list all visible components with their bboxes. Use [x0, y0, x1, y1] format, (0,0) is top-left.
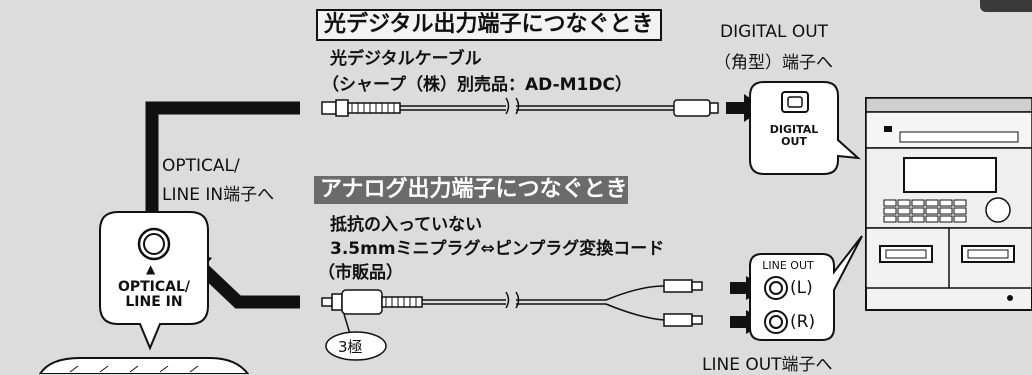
rca-plug-r-icon [663, 313, 693, 327]
signal-path-analog [193, 259, 300, 309]
corner-tab [980, 0, 1032, 12]
stereo-system-icon [865, 97, 1032, 311]
line-out-jack-header: LINE OUT [762, 259, 814, 272]
analog-cable [321, 279, 703, 327]
optical-cable-note: （シャープ（株）別売品：AD-M1DC） [322, 75, 632, 95]
analog-cable-line2: 3.5mmミニプラグ⇔ピンプラグ変換コード [330, 239, 665, 259]
optical-plug-icon [673, 99, 711, 117]
square-port-icon [781, 91, 809, 113]
heading-optical: 光デジタル出力端子につなぐとき [316, 9, 662, 41]
rca-jack-icon [764, 310, 788, 334]
plug-badge-bubble [325, 331, 387, 361]
rca-jack-icon [764, 276, 788, 300]
optical-cable-name: 光デジタルケーブル [330, 49, 482, 69]
optical-input-label: OPTICAL/ [162, 156, 240, 176]
analog-cable-line3: （市販品） [318, 263, 403, 283]
optical-line-in-port-label: OPTICAL/ LINE IN [117, 279, 191, 310]
left-device-box [99, 211, 209, 351]
mini-plug-icon [321, 297, 333, 307]
digital-out-jack-label: DIGITAL OUT [769, 123, 819, 148]
line-out-dest-label: LINE OUT端子へ [702, 355, 833, 375]
line-out-left: (L) [790, 278, 813, 298]
rca-plug-l-icon [663, 279, 693, 293]
plug-badge: 3極 [338, 338, 363, 356]
analog-cable-line1: 抵抗の入っていない [330, 215, 483, 235]
heading-analog: アナログ出力端子につなぐとき [314, 176, 628, 204]
optical-cable [321, 97, 719, 117]
digital-out-sublabel: （角型）端子へ [714, 53, 833, 73]
optical-input-sublabel: LINE IN端子へ [162, 185, 275, 205]
left-device-base [38, 357, 250, 374]
line-out-right: (R) [790, 312, 816, 332]
triangle-icon: ▲ [146, 262, 156, 276]
digital-out-box [749, 81, 861, 175]
signal-path-optical [145, 101, 300, 222]
digital-out-label: DIGITAL OUT [720, 22, 829, 42]
